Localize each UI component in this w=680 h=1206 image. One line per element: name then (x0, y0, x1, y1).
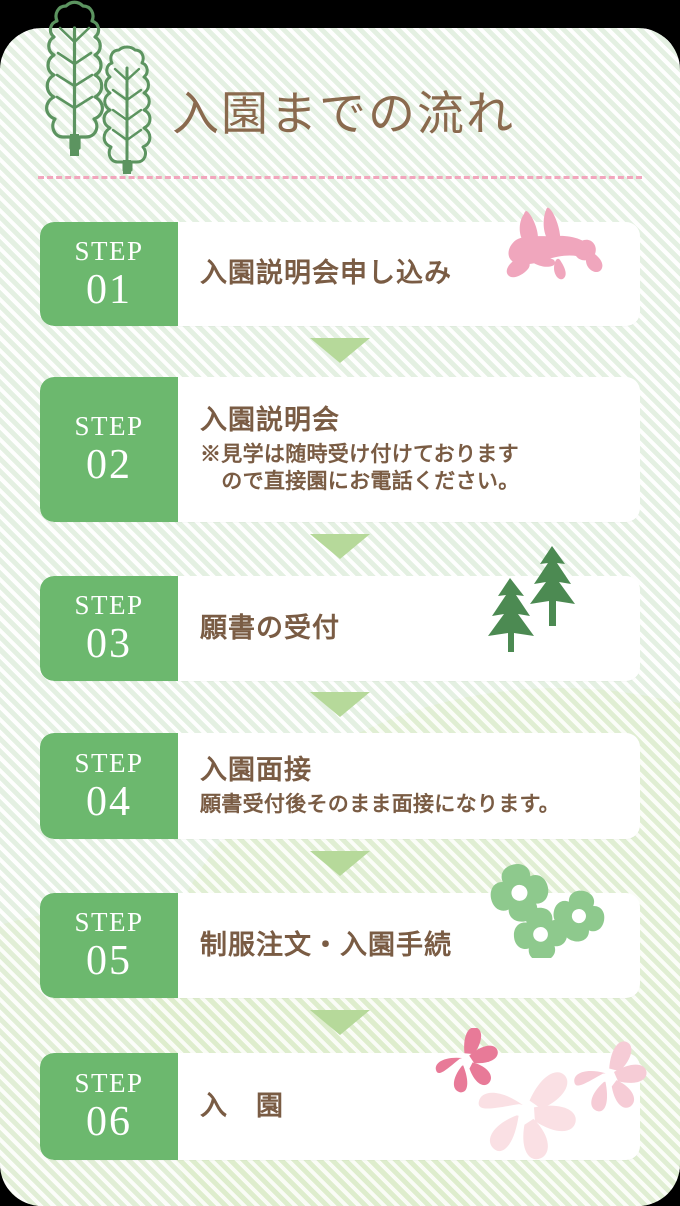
step-row[interactable]: STEP 03 願書の受付 (40, 576, 640, 681)
step-body: 入園説明会申し込み (178, 222, 640, 326)
step-body: 入 園 (178, 1053, 640, 1160)
step-label: STEP (74, 411, 144, 441)
connector-arrow (310, 534, 370, 559)
step-row[interactable]: STEP 04 入園面接 願書受付後そのまま面接になります。 (40, 733, 640, 839)
step-badge: STEP 01 (40, 222, 178, 326)
step-label: STEP (74, 907, 144, 937)
step-badge: STEP 06 (40, 1053, 178, 1160)
step-label: STEP (74, 590, 144, 620)
step-number: 01 (86, 266, 132, 313)
step-number: 04 (86, 778, 132, 825)
dashed-divider (38, 176, 642, 179)
header: 入園までの流れ (0, 0, 680, 195)
connector-arrow (310, 1010, 370, 1035)
step-title: 入園説明会申し込み (200, 258, 452, 289)
step-label: STEP (74, 747, 144, 778)
connector-arrow (310, 851, 370, 876)
step-number: 03 (86, 621, 132, 667)
step-badge: STEP 04 (40, 733, 178, 839)
page-title: 入園までの流れ (172, 89, 515, 141)
tree-outline-icon-small (85, 42, 185, 180)
step-note: ※見学は随時受け付けております ので直接園にお電話ください。 (200, 442, 520, 493)
step-badge: STEP 05 (40, 893, 178, 998)
connector-arrow (310, 338, 370, 363)
step-title: 入園面接 (200, 754, 312, 785)
step-body: 願書の受付 (178, 576, 640, 681)
step-note: 願書受付後そのまま面接になります。 (200, 792, 560, 816)
step-number: 06 (86, 1099, 132, 1145)
step-row[interactable]: STEP 05 制服注文・入園手続 (40, 893, 640, 998)
step-body: 入園面接 願書受付後そのまま面接になります。 (178, 733, 640, 839)
step-body: 入園説明会 ※見学は随時受け付けております ので直接園にお電話ください。 (178, 377, 640, 522)
step-title: 入 園 (200, 1090, 284, 1121)
connector-arrow (310, 692, 370, 717)
step-title: 制服注文・入園手続 (200, 929, 452, 960)
step-badge: STEP 02 (40, 377, 178, 522)
step-row[interactable]: STEP 02 入園説明会 ※見学は随時受け付けております ので直接園にお電話く… (40, 377, 640, 522)
step-title: 入園説明会 (200, 404, 340, 435)
step-title: 願書の受付 (200, 612, 340, 643)
step-row[interactable]: STEP 06 入 園 (40, 1053, 640, 1160)
step-label: STEP (74, 235, 144, 266)
step-badge: STEP 03 (40, 576, 178, 681)
tree-outline-icon (22, 0, 152, 175)
step-row[interactable]: STEP 01 入園説明会申し込み (40, 222, 640, 326)
step-label: STEP (74, 1068, 144, 1098)
step-number: 02 (86, 442, 132, 488)
step-number: 05 (86, 938, 132, 984)
step-body: 制服注文・入園手続 (178, 893, 640, 998)
